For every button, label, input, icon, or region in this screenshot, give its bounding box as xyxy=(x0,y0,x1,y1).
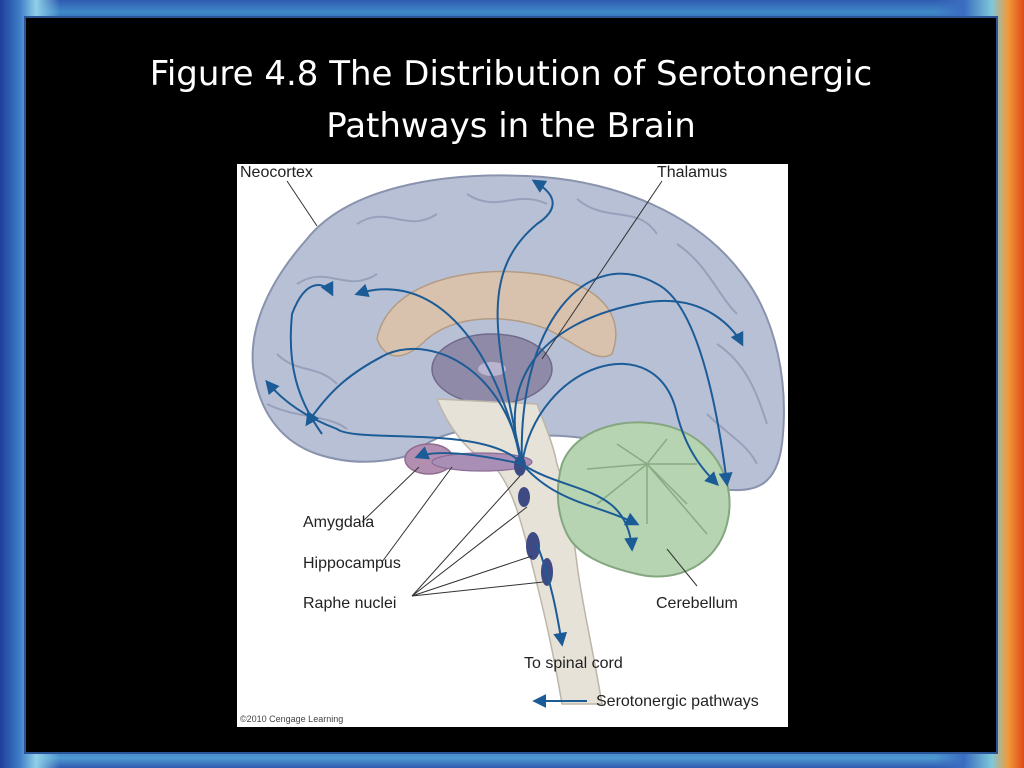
gyri-lines xyxy=(266,193,768,465)
label-raphe-nuclei: Raphe nuclei xyxy=(303,595,397,612)
label-thalamus: Thalamus xyxy=(657,164,728,181)
slide-title-line-1: Figure 4.8 The Distribution of Serotoner… xyxy=(149,54,873,94)
brain-illustration xyxy=(251,174,785,708)
label-cerebellum: Cerebellum xyxy=(656,595,738,612)
slide-title-line-2: Pathways in the Brain xyxy=(326,106,696,146)
hippocampus-shape xyxy=(431,452,533,472)
label-spinal-cord: To spinal cord xyxy=(524,655,623,672)
thalamus-center xyxy=(478,362,506,376)
label-amygdala: Amygdala xyxy=(303,514,375,531)
leader-lines xyxy=(286,180,698,597)
corpus-callosum xyxy=(376,270,617,358)
copyright-notice: ©2010 Cengage Learning xyxy=(240,714,344,724)
slide-title: Figure 4.8 The Distribution of Serotoner… xyxy=(26,48,996,152)
serotonergic-pathways xyxy=(265,179,744,647)
brain-figure: Neocortex Thalamus Amygdala Hippocampus … xyxy=(237,164,788,727)
cerebellum-shape xyxy=(556,421,731,578)
cerebellum-folia xyxy=(586,438,708,535)
label-neocortex: Neocortex xyxy=(240,164,313,181)
label-hippocampus: Hippocampus xyxy=(303,555,401,572)
legend-label: Serotonergic pathways xyxy=(596,693,759,710)
